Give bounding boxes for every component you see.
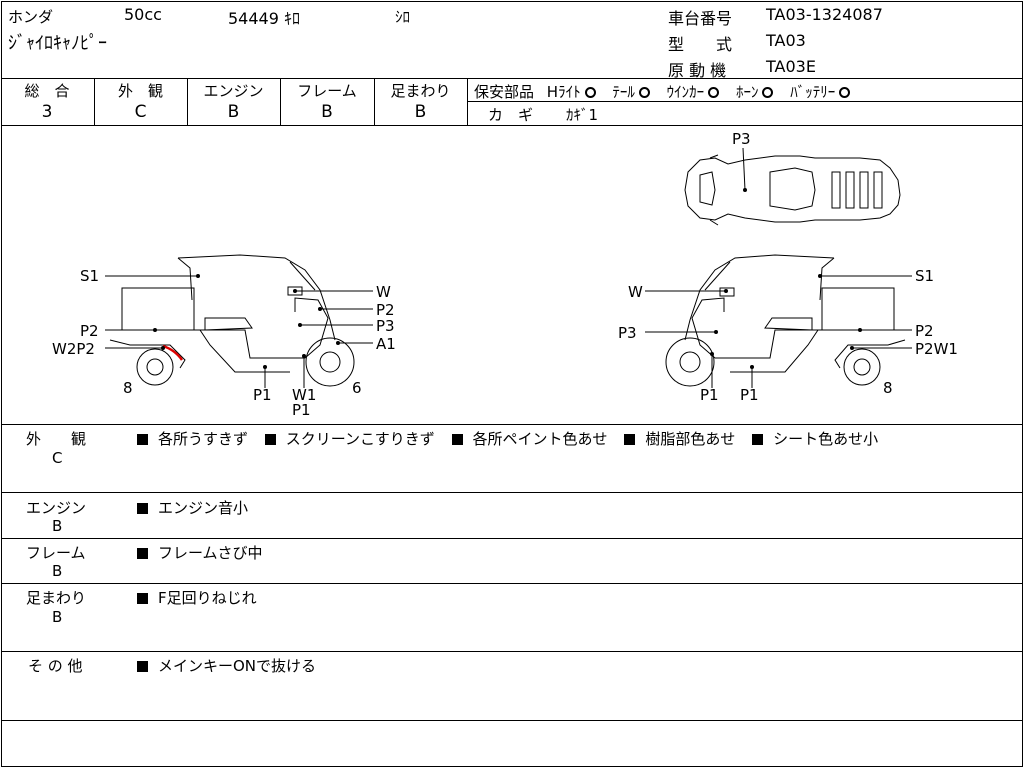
safety-winker: ｳｲﾝｶｰ	[667, 83, 720, 101]
remark-exterior-category: 外 観	[26, 430, 87, 448]
right-s1-label: S1	[915, 267, 934, 285]
bullet-square-icon	[264, 434, 276, 445]
bullet-square-icon	[137, 434, 148, 445]
grade-frame-label: フレーム	[297, 82, 357, 100]
left-8-label: 8	[123, 379, 133, 397]
bullet-square-icon	[137, 503, 148, 514]
remark-other-category: そ の 他	[28, 657, 83, 675]
remark-other-items: メインキーONで抜ける	[137, 655, 316, 676]
mileage: 54449 ｷﾛ	[228, 9, 300, 28]
top-view-scooter	[684, 147, 901, 226]
maker: ホンダ	[8, 8, 54, 26]
remark-frame-category: フレーム	[26, 544, 86, 562]
grade-suspension-label: 足まわり	[390, 82, 451, 100]
bullet-square-icon	[137, 548, 148, 559]
engine-value: TA03E	[766, 57, 816, 76]
grade-exterior-value: C	[134, 102, 147, 122]
remark-suspension-items: F足回りねじれ	[137, 587, 257, 608]
grade-exterior-label: 外 観	[117, 82, 163, 100]
right-p2w1-label: P2W1	[915, 340, 958, 358]
remark-engine-grade: B	[52, 517, 63, 535]
grade-frame-value: B	[321, 102, 333, 122]
key-label: カ ギ	[488, 106, 534, 124]
left-6-label: 6	[352, 379, 362, 397]
right-8-label: 8	[883, 379, 893, 397]
remark-exterior-grade: C	[52, 449, 63, 467]
right-side-view-scooter	[665, 254, 906, 387]
left-p1-label: P1	[253, 386, 272, 404]
bullet-square-icon	[137, 661, 148, 672]
bullet-square-icon	[137, 593, 148, 604]
engine-label: 原 動 機	[668, 61, 727, 80]
key-value: ｶｷﾞ1	[566, 106, 599, 124]
ok-circle-icon	[839, 87, 851, 98]
safety-row: 保安部品 Hﾗｲﾄ ﾃｰﾙ ｳｲﾝｶｰ ﾎｰﾝ ﾊﾞｯﾃﾘｰ	[474, 81, 851, 102]
right-p1b-label: P1	[740, 386, 759, 404]
safety-horn: ﾎｰﾝ	[736, 83, 774, 101]
type-value: TA03	[766, 31, 806, 50]
remark-frame-items: フレームさび中	[137, 542, 263, 563]
bullet-square-icon	[624, 434, 636, 445]
type-label: 型 式	[668, 35, 733, 54]
left-p1b-label: P1	[292, 401, 311, 419]
left-p2b-label: P2	[80, 322, 99, 340]
color: ｼﾛ	[395, 8, 411, 26]
damage-diagram: P3 S1 W P2 P3 P2 A1 W2P2 8 6 P1 W1 P1 W …	[52, 130, 958, 419]
safety-battery: ﾊﾞｯﾃﾘｰ	[790, 83, 851, 101]
left-a1-label: A1	[376, 335, 396, 353]
remark-suspension-grade: B	[52, 608, 63, 626]
safety-tail: ﾃｰﾙ	[612, 83, 650, 101]
right-p2-label: P2	[915, 322, 934, 340]
left-w2p2-label: W2P2	[52, 340, 95, 358]
grade-total-label: 総 合	[24, 82, 70, 100]
remark-frame-grade: B	[52, 562, 63, 580]
ok-circle-icon	[638, 87, 650, 98]
safety-headlight: Hﾗｲﾄ	[547, 83, 596, 101]
grade-engine-label: エンジン	[203, 82, 264, 100]
left-s1-label: S1	[80, 267, 99, 285]
left-p2a-label: P2	[376, 301, 395, 319]
left-w1-label: W1	[292, 386, 316, 404]
remark-engine-items: エンジン音小	[137, 497, 248, 518]
left-p3-label: P3	[376, 317, 395, 335]
left-side-view-scooter	[109, 254, 355, 387]
remark-exterior-items: 各所うすきず スクリーンこすりきず 各所ペイント色あせ 樹脂部色あせ シート色あ…	[137, 428, 878, 449]
ok-circle-icon	[708, 87, 720, 98]
right-p3-label: P3	[618, 324, 637, 342]
grade-suspension-value: B	[414, 102, 427, 122]
remark-engine-category: エンジン	[26, 499, 87, 517]
remark-suspension-category: 足まわり	[26, 589, 87, 607]
top-p3-label: P3	[732, 130, 751, 148]
ok-circle-icon	[584, 87, 596, 98]
grade-total-value: 3	[41, 102, 53, 122]
frame-no: TA03-1324087	[766, 5, 883, 24]
bullet-square-icon	[451, 434, 463, 445]
bullet-square-icon	[752, 434, 764, 445]
frame-no-label: 車台番号	[668, 9, 733, 28]
model-name: ｼﾞｬｲﾛｷｬﾉﾋﾟｰ	[8, 33, 107, 54]
ok-circle-icon	[762, 87, 774, 98]
right-w-label: W	[628, 283, 643, 301]
grade-engine-value: B	[227, 102, 240, 122]
displacement: 50cc	[124, 5, 162, 24]
safety-label: 保安部品	[474, 83, 535, 101]
right-p1a-label: P1	[700, 386, 719, 404]
left-w-label: W	[376, 283, 391, 301]
